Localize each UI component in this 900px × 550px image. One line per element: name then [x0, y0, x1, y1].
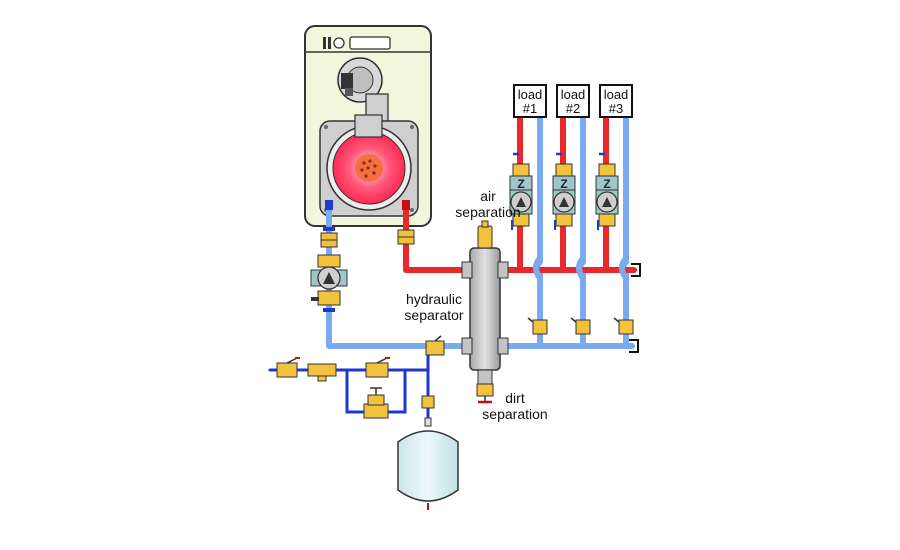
- return-crossovers: [533, 256, 629, 280]
- load-box-1: load #1: [513, 84, 547, 118]
- combustion-chamber: [319, 114, 419, 217]
- load-box-3-line-1: load: [603, 87, 629, 102]
- expansion-tank-valve: [421, 395, 435, 409]
- air-separation-label-line-2: separation: [455, 204, 521, 220]
- supply-pipe-end-cap: [631, 263, 641, 277]
- load-box-3-line-2: #3: [608, 101, 624, 116]
- dirt-separation-label-line-1: dirt: [505, 390, 525, 406]
- bypass-ball-valve: [365, 357, 390, 378]
- load-circuit-3-components: Z: [595, 152, 634, 335]
- load-circuit-1-components: Z: [509, 152, 548, 335]
- expansion-tank: [397, 417, 459, 510]
- return-pipe-end-cap: [629, 339, 639, 353]
- hydraulic-separator-label-line-1: hydraulic: [405, 291, 463, 307]
- dirt-separation-label: dirt separation: [470, 390, 560, 422]
- dirt-separation-label-line-2: separation: [482, 406, 548, 422]
- boiler: [304, 25, 432, 227]
- load-box-3: load #3: [599, 84, 633, 118]
- boiler-control-panel: [323, 36, 391, 50]
- load-box-2-line-1: load: [560, 87, 586, 102]
- boiler-return-isolation-valve: [320, 227, 338, 248]
- load-box-2-line-2: #2: [565, 101, 581, 116]
- boiler-circulator-pump: [310, 254, 348, 312]
- hydraulic-separator: [461, 247, 509, 371]
- cold-water-inlet-valve: [276, 357, 300, 378]
- svg-text:Z: Z: [560, 177, 567, 191]
- svg-text:Z: Z: [603, 177, 610, 191]
- boiler-supply-isolation-valve: [397, 229, 415, 245]
- backflow-preventer: [307, 363, 337, 382]
- load-box-1-line-1: load: [517, 87, 543, 102]
- dirt-drain-valve: [476, 369, 494, 404]
- boiler-connections: [325, 200, 410, 210]
- load-box-1-line-2: #1: [522, 101, 538, 116]
- load-circuit-2-components: Z: [552, 152, 591, 335]
- air-separation-label-line-1: air: [480, 188, 496, 204]
- pressure-reducing-valve: [363, 387, 389, 419]
- load-box-2: load #2: [556, 84, 590, 118]
- make-up-water-valve: [425, 335, 445, 356]
- air-vent: [477, 220, 493, 249]
- hydraulic-separator-label-line-2: separator: [404, 307, 464, 323]
- svg-text:Z: Z: [517, 177, 524, 191]
- hydraulic-separator-label: hydraulic separator: [398, 291, 470, 323]
- air-separation-label: air separation: [448, 188, 528, 220]
